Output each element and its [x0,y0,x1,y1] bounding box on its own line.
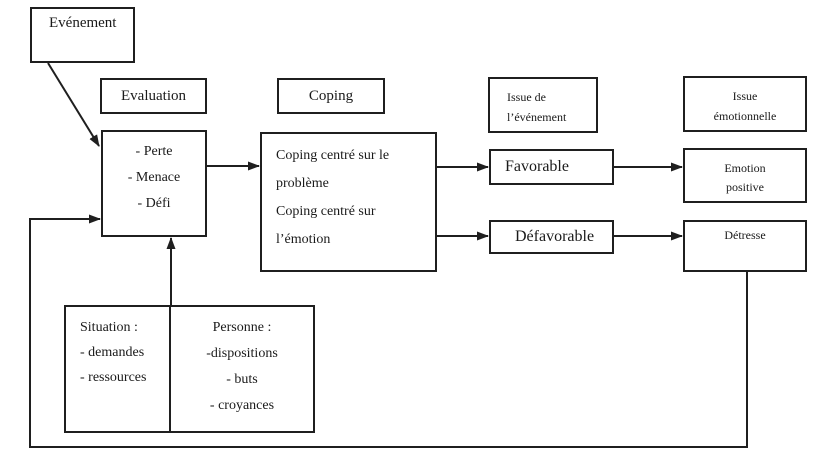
box-coping-title: Coping [277,78,385,114]
coping-line: problème [276,176,329,191]
feedback-loop-detresse-to-appraisal [29,214,748,448]
box-evaluation: Evaluation [100,78,207,114]
arrow-evenement-to-appraisal [47,62,100,147]
situation-line: - demandes [80,345,145,360]
box-coping-strategies: Coping centré sur le problème Coping cen… [260,132,437,272]
box-issue-emotionnelle: Issue émotionnelle [683,76,807,132]
issue-emotionnelle-line: émotionnelle [713,109,777,123]
personne-line: - buts [226,372,258,387]
issue-evenement-line: Issue de [507,90,546,104]
appraisal-line: - Défi [137,196,171,211]
box-issue-evenement: Issue de l’événement [488,77,598,133]
appraisal-line: - Menace [127,170,181,185]
box-situation: Situation : - demandes - ressources [64,305,171,433]
box-evaluation-label: Evaluation [121,87,186,104]
box-favorable-label: Favorable [505,158,569,175]
issue-evenement-line: l’événement [507,110,567,124]
box-evenement-label: Evénement [49,15,117,31]
box-defavorable: Défavorable [489,220,614,254]
box-defavorable-label: Défavorable [515,228,595,245]
personne-line: -dispositions [206,346,278,361]
emotion-positive-line: Emotion [724,161,766,175]
box-personne: Personne : -dispositions - buts - croyan… [169,305,315,433]
coping-line: l’émotion [276,232,331,247]
appraisal-line: - Perte [135,144,173,159]
personne-line: Personne : [212,320,272,335]
box-evenement: Evénement [30,7,135,63]
coping-line: Coping centré sur le [276,148,390,163]
issue-emotionnelle-line: Issue [732,89,758,103]
box-favorable: Favorable [489,149,614,185]
emotion-positive-line: positive [726,180,764,194]
situation-line: - ressources [80,370,147,385]
box-coping-title-label: Coping [308,87,354,104]
situation-line: Situation : [80,320,138,335]
box-emotion-positive: Emotion positive [683,148,807,203]
coping-line: Coping centré sur [276,204,376,219]
personne-line: - croyances [209,398,275,413]
box-detresse: Détresse [683,220,807,272]
box-appraisal-items: - Perte - Menace - Défi [101,130,207,237]
box-detresse-label: Détresse [724,228,766,242]
